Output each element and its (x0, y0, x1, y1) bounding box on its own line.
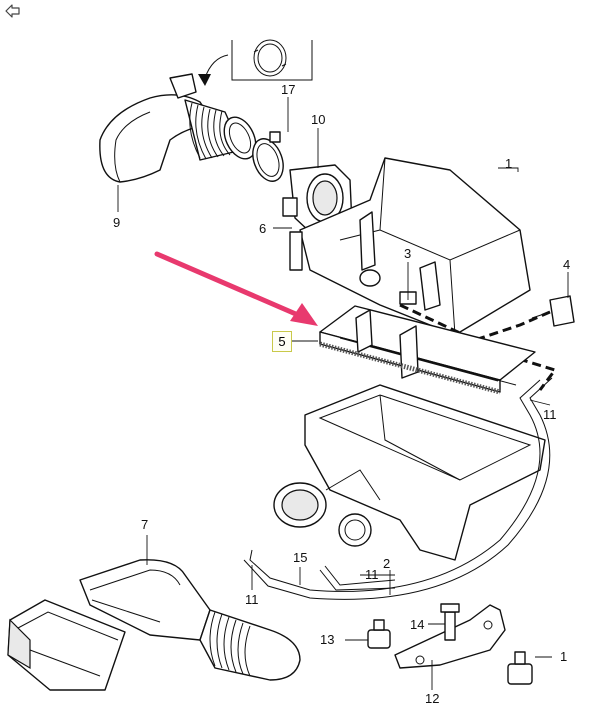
part-label-2: 2 (383, 556, 391, 571)
air-filter-housing-cover (289, 157, 531, 336)
mounting-bracket (394, 603, 506, 669)
part-label-6: 6 (259, 221, 267, 236)
drain-hoses (243, 377, 553, 600)
part-label-17: 17 (281, 82, 296, 97)
air-intake-duct (79, 559, 301, 681)
part-label-15: 15 (293, 550, 308, 565)
part-label-1-top: 1 (505, 156, 513, 171)
hose-clamp (252, 131, 284, 182)
back-arrow-icon[interactable] (5, 3, 21, 19)
part-label-4: 4 (563, 257, 571, 272)
part-label-12: 12 (425, 691, 440, 706)
sensor-connector (531, 295, 575, 327)
part-label-9: 9 (113, 215, 121, 230)
part-label-10: 10 (311, 112, 326, 127)
air-filter-housing-lower (273, 384, 546, 561)
part-label-1-bottom: 1 (560, 649, 568, 664)
part-label-11-left: 11 (245, 592, 259, 607)
air-filter-element (319, 305, 536, 395)
part-label-3: 3 (404, 246, 412, 261)
part-label-5-highlighted: 5 (272, 331, 292, 352)
front-air-guide (7, 599, 126, 691)
part-label-11-right: 11 (543, 407, 557, 422)
part-label-14: 14 (410, 617, 425, 632)
part-label-13: 13 (320, 632, 335, 647)
rubber-mount-right (507, 651, 533, 685)
highlight-arrow (154, 251, 318, 326)
intake-hose (99, 73, 257, 183)
part-label-7: 7 (141, 517, 149, 532)
clamp-detail-inset (231, 39, 313, 81)
rubber-mount-left (367, 619, 391, 649)
part-label-11-mid: 11 (365, 567, 379, 582)
